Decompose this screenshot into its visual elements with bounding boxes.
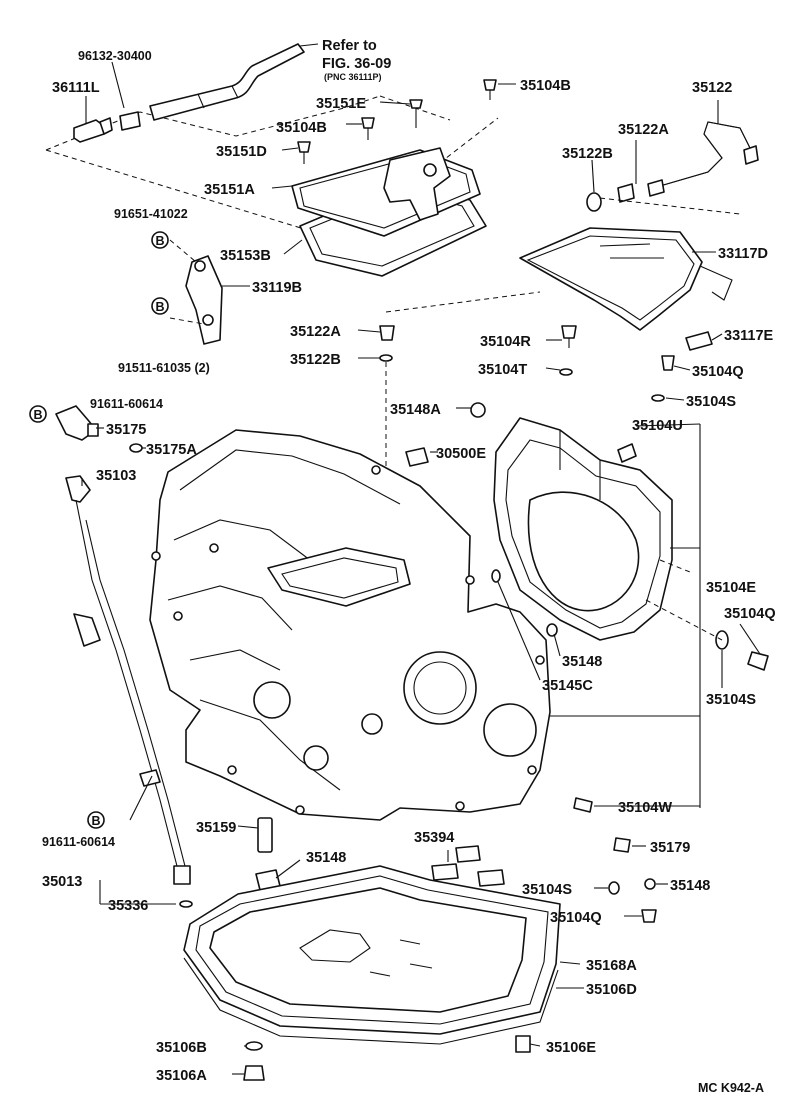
label-35104W: 35104W (618, 800, 672, 816)
dipstick-group (65, 475, 193, 908)
transaxle-case (149, 429, 551, 821)
label-35394: 35394 (414, 830, 454, 846)
label-35122: 35122 (692, 80, 732, 96)
label-35104B-top: 35104B (520, 78, 571, 94)
label-35122A: 35122A (290, 324, 341, 340)
label-35104R: 35104R (480, 334, 531, 350)
label-35148-bottom: 35148 (306, 850, 346, 866)
part-labels: Refer to FIG. 36-09 (PNC 36111P) 96132-3… (42, 38, 776, 1095)
label-35148A: 35148A (390, 402, 441, 418)
label-35151D: 35151D (216, 144, 267, 160)
label-36111L: 36111L (52, 80, 100, 96)
label-33117E: 33117E (724, 328, 774, 344)
badge-group: B B B B (29, 231, 169, 829)
label-91651-41022: 91651-41022 (114, 207, 188, 221)
badge-b-3 (29, 405, 47, 423)
label-35104E: 35104E (706, 580, 756, 596)
label-35104Q-top: 35104Q (692, 364, 744, 380)
badge-b-4-text: B (91, 814, 100, 828)
label-35104Q-mid: 35104Q (724, 606, 776, 622)
label-35104U: 35104U (632, 418, 683, 434)
label-35106A: 35106A (156, 1068, 207, 1084)
label-35106D: 35106D (586, 982, 637, 998)
badge-b-1-text: B (155, 234, 164, 248)
label-30500E: 30500E (436, 446, 486, 462)
label-35104T: 35104T (478, 362, 527, 378)
leader-lines (81, 43, 761, 1075)
pan-group (183, 797, 657, 1081)
label-35104S-top: 35104S (686, 394, 736, 410)
label-35175A: 35175A (146, 442, 197, 458)
label-35013: 35013 (42, 874, 82, 890)
label-91611-60614-top: 91611-60614 (90, 397, 163, 411)
label-35122A-top: 35122A (618, 122, 669, 138)
label-35179: 35179 (650, 840, 690, 856)
solenoid-cover-group (291, 79, 497, 277)
label-33117D: 33117D (718, 246, 768, 262)
oil-cooler-pipe-group (586, 121, 759, 215)
label-35104Q-bottom: 35104Q (550, 910, 602, 926)
label-35148-mid: 35148 (562, 654, 602, 670)
label-35151E: 35151E (316, 96, 366, 112)
label-35103: 35103 (96, 468, 136, 484)
refer-line-3: (PNC 36111P) (324, 72, 382, 82)
badge-b-4 (87, 811, 105, 829)
label-35104B: 35104B (276, 120, 327, 136)
label-35175: 35175 (106, 422, 146, 438)
label-96132-30400: 96132-30400 (78, 49, 152, 63)
label-35336: 35336 (108, 898, 148, 914)
badge-b-2-text: B (155, 300, 164, 314)
label-35148-right: 35148 (670, 878, 710, 894)
label-35168A: 35168A (586, 958, 637, 974)
label-35106E: 35106E (546, 1040, 596, 1056)
refer-line-1: Refer to (322, 38, 377, 54)
bolt-bosses (151, 465, 545, 815)
label-35159: 35159 (196, 820, 236, 836)
badge-b-1 (151, 231, 169, 249)
breather-hose-group (45, 43, 499, 241)
case-half-group (405, 355, 769, 671)
badge-b-2 (151, 297, 169, 315)
label-35122B-top: 35122B (562, 146, 613, 162)
heat-shield-group (519, 227, 733, 351)
badge-b-3-text: B (33, 408, 42, 422)
label-91611-60614-bottom: 91611-60614 (42, 835, 115, 849)
label-35151A: 35151A (204, 182, 255, 198)
label-35104S-bottom: 35104S (522, 882, 572, 898)
label-35104S-mid: 35104S (706, 692, 756, 708)
label-35153B: 35153B (220, 248, 271, 264)
refer-line-2: FIG. 36-09 (322, 56, 391, 72)
label-33119B: 33119B (252, 280, 302, 296)
label-35106B: 35106B (156, 1040, 207, 1056)
catalog-code: MC K942-A (698, 1081, 764, 1095)
bracket-group (169, 239, 223, 345)
label-35122B: 35122B (290, 352, 341, 368)
label-35145C: 35145C (542, 678, 593, 694)
label-91511-61035: 91511-61035 (2) (118, 361, 210, 375)
